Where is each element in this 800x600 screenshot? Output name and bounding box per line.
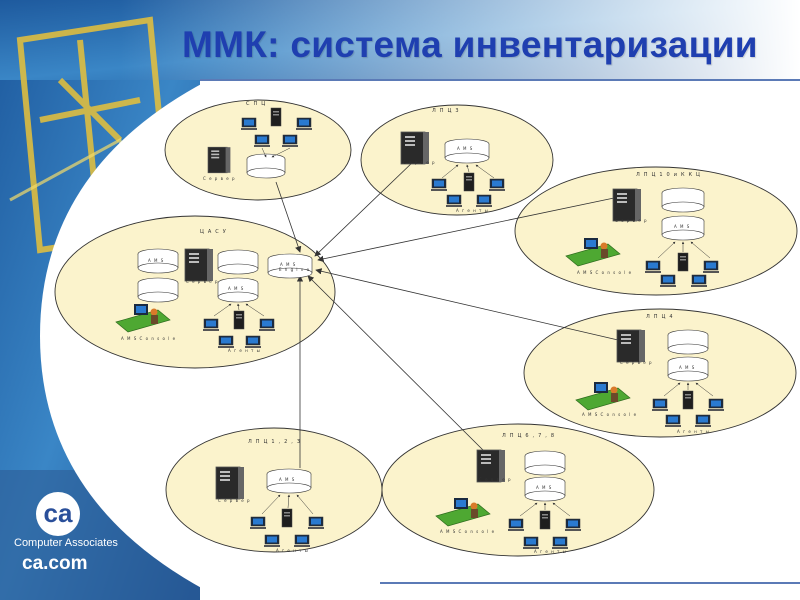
agents-label: А г е н т ы: [228, 348, 261, 353]
cluster-casu: [54, 215, 336, 369]
link-lpc678-engine: [307, 275, 489, 456]
server-label: С е р в е р: [620, 360, 653, 365]
cluster-label: Л П Ц 1 0 и К К Ц: [636, 172, 701, 178]
ca-logo-mark: ca: [36, 492, 80, 536]
cluster-lpc4: [523, 308, 797, 438]
server-label: С е р в е р: [403, 160, 436, 165]
agents-label: А г е н т ы: [534, 549, 567, 554]
agents-label: А г е н т ы: [677, 429, 710, 434]
cluster-lpc678: [381, 423, 655, 557]
cluster-lpc3-content: Л П Ц 3 A M S С е р в е р А г е н т ы: [400, 108, 506, 213]
cluster-lpc4-content: Л П Ц 4 A M S С е р в е р A M S C o n s …: [575, 314, 725, 434]
cluster-label: Л П Ц 6 , 7 , 8: [502, 433, 555, 439]
server-label: С е р в е р: [218, 498, 251, 503]
cluster-label: Л П Ц 1 , 2 , 3: [248, 439, 301, 445]
svg-text:A M S: A M S: [280, 262, 296, 267]
cluster-label: Л П Ц 3: [432, 108, 460, 114]
server-label: С е р в е р: [479, 477, 512, 482]
website-link[interactable]: ca.com: [22, 553, 88, 574]
svg-text:A M S: A M S: [148, 258, 164, 263]
cluster-lpc123-content: Л П Ц 1 , 2 , 3 A M S С е р в е р А г е …: [215, 439, 325, 553]
cluster-casu-content: Ц А С У A M S A M S A M S E n: [115, 229, 313, 353]
cluster-lpc10-content: Л П Ц 1 0 и К К Ц A M S С е р в е р A M …: [565, 172, 720, 288]
console-label: A M S C o n s o l e: [440, 529, 495, 534]
svg-text:A M S: A M S: [674, 224, 690, 229]
cluster-spc-content: С П Ц С е р в е р: [203, 101, 313, 181]
link-lpc3-engine: [314, 159, 416, 257]
cluster-label: С П Ц: [246, 101, 266, 107]
company-name: Computer Associates: [14, 537, 118, 549]
link-lpc4-engine: [315, 268, 619, 341]
svg-text:A M S: A M S: [228, 286, 244, 291]
cluster-label: Л П Ц 4: [646, 314, 674, 320]
svg-text:A M S: A M S: [679, 365, 695, 370]
svg-text:A M S: A M S: [457, 146, 473, 151]
svg-text:A M S: A M S: [536, 485, 552, 490]
cluster-lpc10: [514, 166, 798, 296]
svg-text:A M S: A M S: [279, 477, 295, 482]
link-spc-engine: [275, 181, 302, 253]
console-label: A M S C o n s o l e: [121, 336, 176, 341]
server-label: С е р в е р: [203, 176, 236, 181]
engine-label: E n g i n e: [279, 267, 310, 272]
server-label: С е р в е р: [615, 218, 648, 223]
console-label: A M S C o n s o l e: [582, 412, 637, 417]
agents-label: А г е н т ы: [456, 208, 489, 213]
agents-label: А г е н т ы: [276, 548, 309, 553]
page-title: ММК: система инвентаризации: [182, 24, 758, 65]
cluster-lpc678-content: Л П Ц 6 , 7 , 8 A M S С е р в е р A M S …: [435, 433, 582, 554]
cluster-spc: [164, 99, 352, 201]
cluster-label: Ц А С У: [200, 229, 227, 235]
server-label: С е р в е р: [186, 279, 219, 284]
link-lpc10-engine: [317, 197, 615, 262]
console-label: A M S C o n s o l e: [577, 270, 632, 275]
